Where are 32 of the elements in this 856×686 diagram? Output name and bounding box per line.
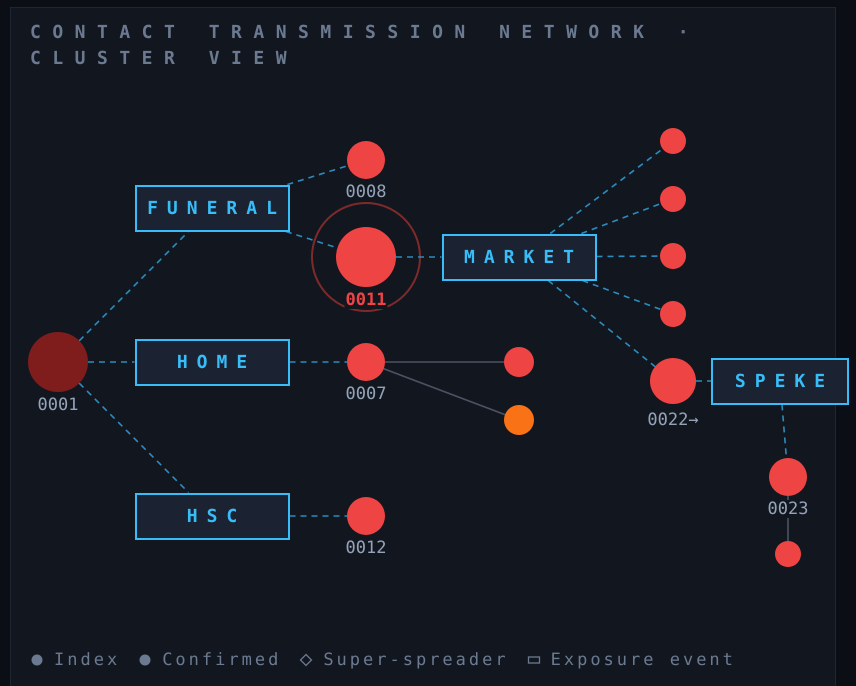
connector-line [550, 148, 664, 234]
case-id-label: 0011 [344, 291, 388, 309]
event-label: MARKET [464, 246, 584, 268]
connector-line [290, 361, 347, 363]
exposure-event-box [134, 184, 290, 232]
legend-label: Super-spreader [323, 650, 509, 670]
connector-line [78, 382, 190, 494]
connector-line [385, 361, 504, 363]
connector-line [88, 361, 134, 363]
case-id-label: 0023 [766, 500, 810, 518]
event-label: HOME [176, 352, 256, 372]
connector-line [581, 202, 662, 234]
connector-line [287, 164, 348, 186]
exposure-event-box [134, 492, 290, 540]
legend-label: Confirmed [162, 650, 282, 670]
event-label: SPEKE [734, 370, 834, 392]
event-label: HSC [186, 506, 246, 526]
connector-line [696, 380, 711, 382]
exposure-event-box [134, 338, 290, 386]
connector-line [78, 230, 190, 342]
exposure-event-box [442, 234, 596, 280]
connector-line [548, 280, 656, 368]
legend-label: Index [54, 650, 120, 670]
connector-line [396, 256, 442, 258]
diagram-title: CONTACT TRANSMISSION NETWORK · CLUSTER VIEW [30, 21, 702, 71]
connector-line [582, 280, 662, 310]
connector-line [596, 255, 660, 258]
exposure-event-box [711, 358, 849, 404]
connector-line [383, 368, 506, 416]
connector-line [290, 515, 347, 517]
event-label: FUNERAL [147, 198, 286, 218]
legend-label: Exposure event [550, 650, 736, 670]
